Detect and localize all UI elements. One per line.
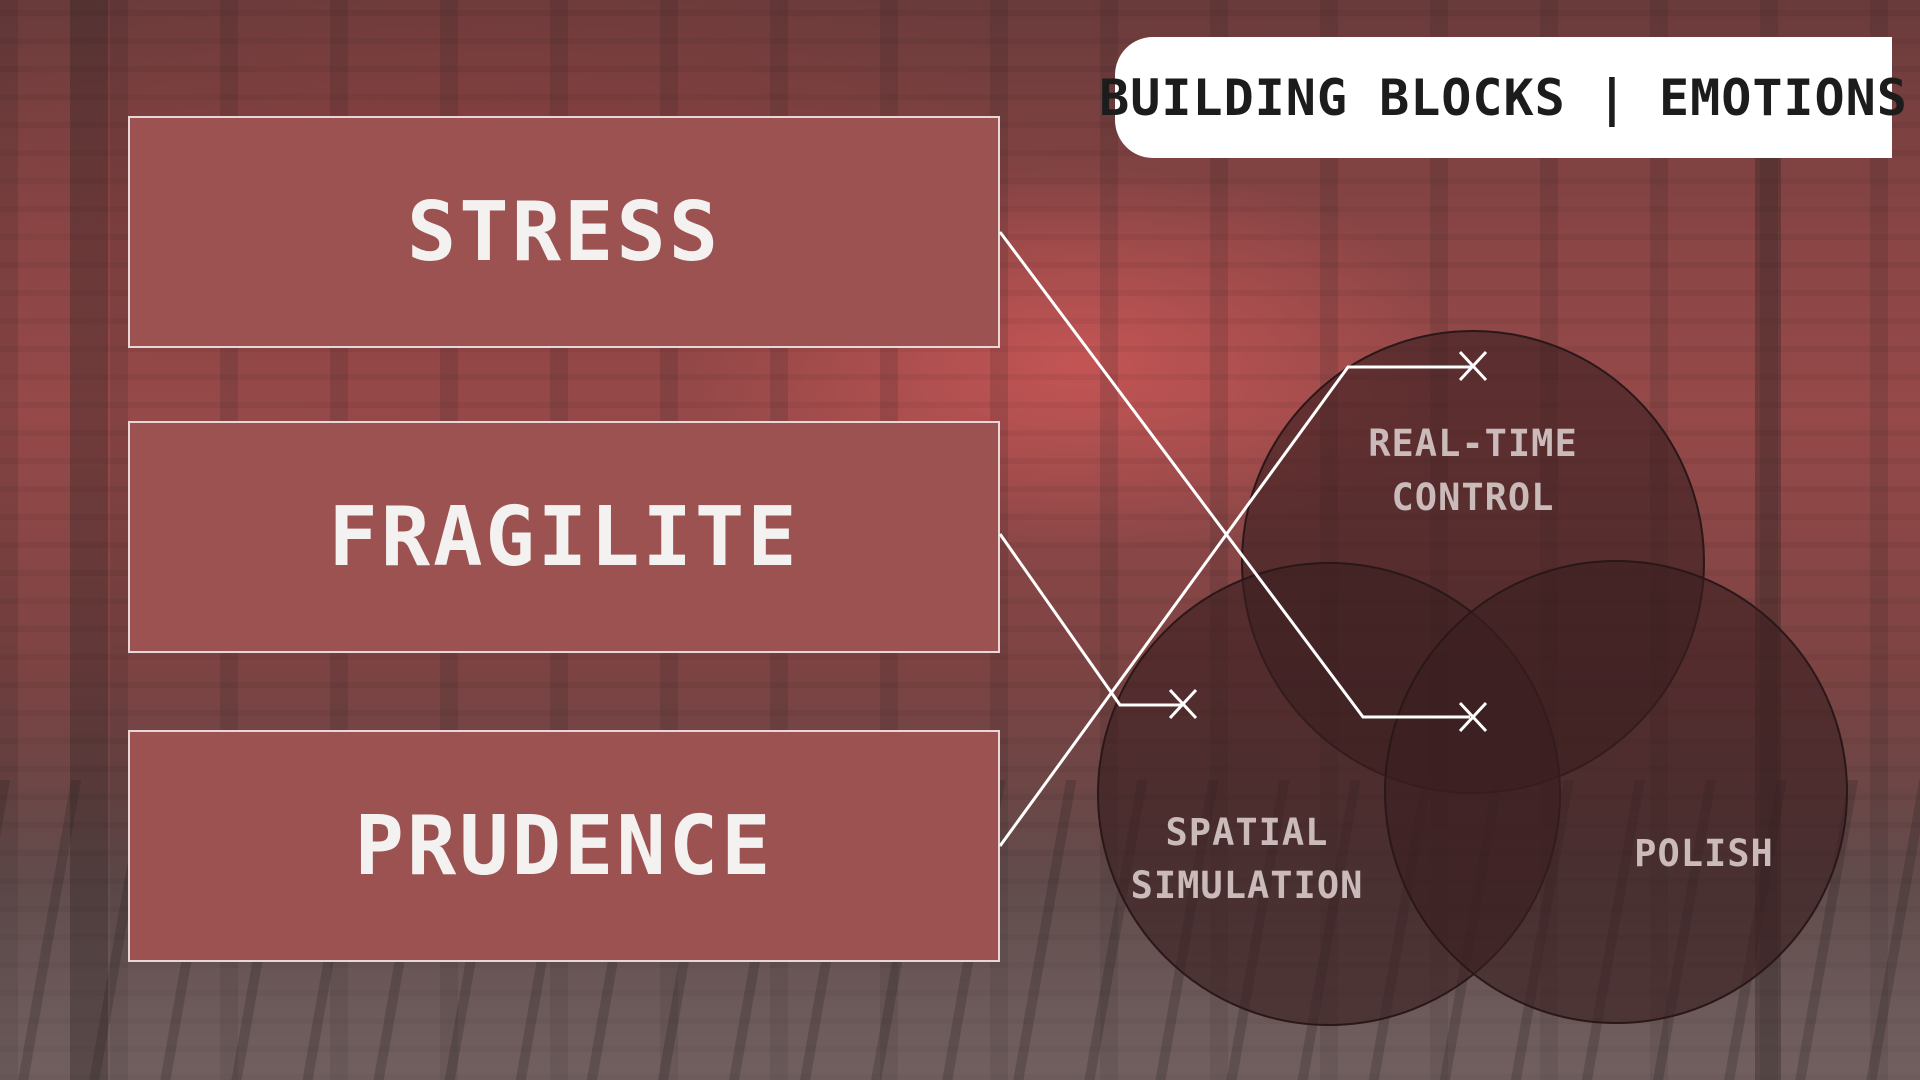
x-mark-icon	[1458, 350, 1488, 382]
connector-stress	[998, 231, 1470, 719]
x-mark-icon	[1168, 688, 1198, 720]
circle-label-polish: POLISH	[1634, 832, 1774, 875]
circle-label-real-time-control-line2: CONTROL	[1392, 476, 1555, 519]
emotion-box-stress: STRESS	[128, 116, 1000, 348]
connector-fragilite	[998, 533, 1183, 707]
emotion-label: STRESS	[406, 184, 722, 280]
emotion-box-fragilite: FRAGILITE	[128, 421, 1000, 653]
slide-title: BUILDING BLOCKS | EMOTIONS	[1099, 68, 1908, 127]
circle-label-spatial-simulation-line2: SIMULATION	[1131, 864, 1364, 907]
emotion-box-prudence: PRUDENCE	[128, 730, 1000, 962]
x-mark-icon	[1458, 701, 1488, 733]
background-pillar-left	[70, 0, 108, 1080]
title-banner: BUILDING BLOCKS | EMOTIONS	[1099, 37, 1907, 158]
circle-label-real-time-control-line1: REAL-TIME	[1368, 422, 1577, 465]
circle-polish	[1384, 560, 1848, 1024]
emotion-label: FRAGILITE	[328, 489, 800, 585]
circle-label-spatial-simulation-line1: SPATIAL	[1166, 811, 1329, 854]
emotion-label: PRUDENCE	[354, 798, 774, 894]
connector-prudence	[998, 365, 1471, 847]
